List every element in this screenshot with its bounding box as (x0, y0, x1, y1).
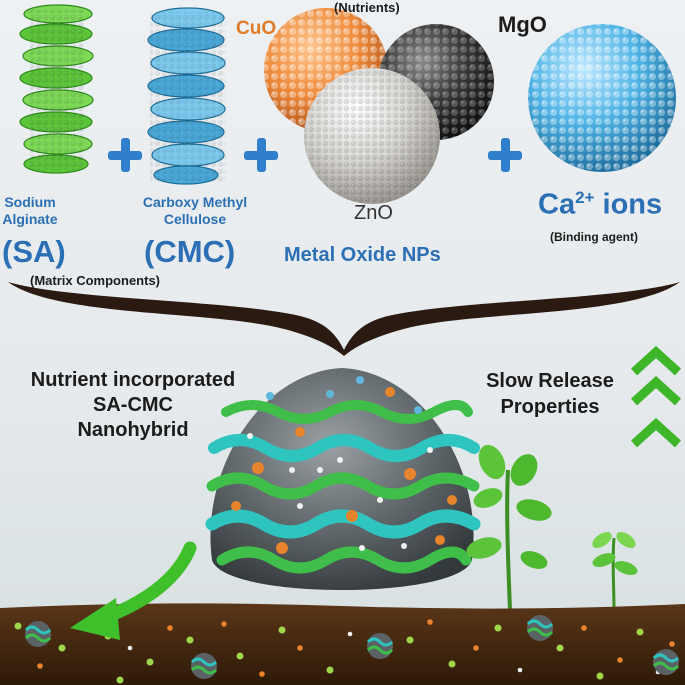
curly-brace-icon (8, 282, 680, 356)
nanohybrid-title-line3: Nanohybrid (2, 418, 264, 443)
cmc-name-line1: Carboxy Methyl (126, 194, 264, 211)
nutrients-caption: (Nutrients) (334, 0, 400, 15)
nanohybrid-title: Nutrient incorporated SA-CMC Nanohybrid (2, 368, 264, 443)
slow-release-label: Slow Release Properties (466, 368, 634, 420)
chevron-up-icon (634, 352, 678, 444)
sa-name-line1: Sodium (0, 194, 60, 211)
calcium-ion-suffix: ions (594, 189, 662, 221)
slow-release-line1: Slow Release (466, 368, 634, 394)
cmc-name-label: Carboxy Methyl Cellulose (126, 194, 264, 228)
zno-nanoparticle-sphere (304, 68, 440, 204)
mgo-label: MgO (498, 12, 547, 38)
nanohybrid-title-line2: SA-CMC (2, 393, 264, 418)
sa-helix-illustration (20, 5, 93, 173)
sa-name-line2: Alginate (0, 211, 60, 228)
plus-icon (244, 138, 278, 172)
cmc-abbreviation: (CMC) (144, 234, 235, 270)
binding-agent-caption: (Binding agent) (550, 230, 638, 244)
calcium-ion-cluster (528, 24, 676, 172)
matrix-components-caption: (Matrix Components) (30, 273, 160, 288)
cmc-name-line2: Cellulose (126, 211, 264, 228)
zno-label: ZnO (354, 202, 393, 225)
cuo-label: CuO (236, 18, 276, 40)
sa-name-label: Sodium Alginate (0, 194, 60, 228)
plus-icon (108, 138, 142, 172)
calcium-ion-charge: 2+ (575, 188, 594, 207)
sa-abbreviation: (SA) (2, 234, 66, 270)
calcium-ions-label: Ca2+ ions (538, 188, 662, 222)
seedling-icon (590, 529, 640, 610)
calcium-ion-symbol: Ca (538, 189, 575, 221)
plus-icon (488, 138, 522, 172)
slow-release-line2: Properties (466, 394, 634, 420)
cmc-helix-illustration (148, 8, 226, 184)
nanohybrid-title-line1: Nutrient incorporated (2, 368, 264, 393)
metal-oxide-label: Metal Oxide NPs (284, 244, 441, 267)
